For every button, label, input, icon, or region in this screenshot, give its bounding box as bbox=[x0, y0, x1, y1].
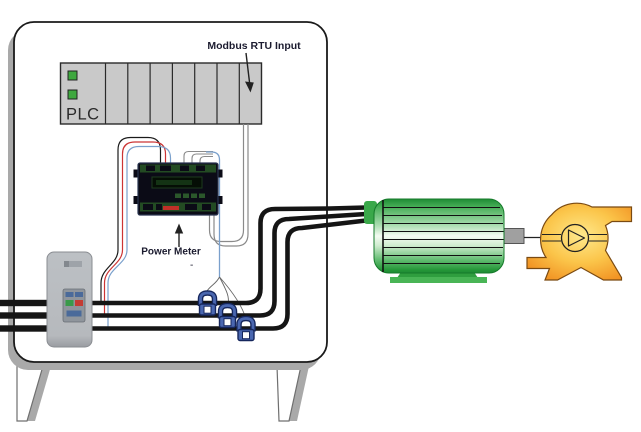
meter-red-tab bbox=[163, 206, 179, 210]
motor-body bbox=[373, 198, 505, 274]
motor-shaft bbox=[502, 228, 525, 244]
plc-status-led-icon bbox=[67, 70, 78, 81]
pump-volute bbox=[526, 202, 633, 281]
modbus-rtu-cable bbox=[208, 124, 249, 247]
voltage-wire-red bbox=[103, 141, 167, 314]
stop-button bbox=[75, 300, 83, 306]
pump-impeller-symbol-icon bbox=[542, 223, 607, 253]
motor-cooling-fins bbox=[383, 206, 504, 265]
ct-blue-wire bbox=[206, 151, 221, 277]
left-leg-shadow bbox=[27, 366, 51, 421]
plc-label: PLC bbox=[66, 106, 100, 124]
current-transformer-clamps bbox=[197, 290, 256, 342]
arrow-head-icon bbox=[245, 81, 254, 93]
motor bbox=[364, 198, 543, 283]
three-phase-power-cables bbox=[0, 205, 367, 331]
incoming-feeder-stubs bbox=[0, 299, 50, 332]
motor-starter bbox=[46, 251, 93, 348]
ct-clamp-icon bbox=[197, 290, 218, 316]
modbus-arrow bbox=[245, 52, 254, 93]
voltage-wire-black bbox=[100, 136, 162, 301]
power-meter bbox=[133, 162, 223, 216]
meter-terminal-strip-top bbox=[140, 164, 216, 173]
dash-mark: - bbox=[190, 260, 193, 271]
plc-slot-dividers bbox=[104, 63, 240, 124]
voltage-wire-blue bbox=[107, 145, 172, 327]
start-button bbox=[65, 300, 74, 306]
starter-nameplate bbox=[64, 261, 82, 267]
right-leg-shadow bbox=[289, 366, 309, 421]
ct-clamp-icon bbox=[217, 302, 238, 329]
plc-rack-body bbox=[59, 62, 263, 125]
plc-rack: PLC bbox=[59, 62, 263, 125]
plc-status-led-icon bbox=[67, 89, 78, 100]
pump bbox=[526, 202, 633, 281]
power-meter-callout: Power Meter - bbox=[141, 223, 201, 271]
power-meter-body bbox=[137, 162, 219, 216]
motor-base bbox=[390, 277, 487, 283]
cabinet-legs bbox=[16, 365, 309, 422]
ct-clamp-icon bbox=[236, 315, 256, 342]
modbus-rtu-input-label: Modbus RTU Input bbox=[207, 40, 301, 52]
power-meter-label: Power Meter bbox=[141, 247, 201, 258]
meter-buttons bbox=[175, 193, 205, 198]
voltage-tap-wires bbox=[100, 136, 172, 327]
arrow-head-icon bbox=[174, 223, 184, 234]
